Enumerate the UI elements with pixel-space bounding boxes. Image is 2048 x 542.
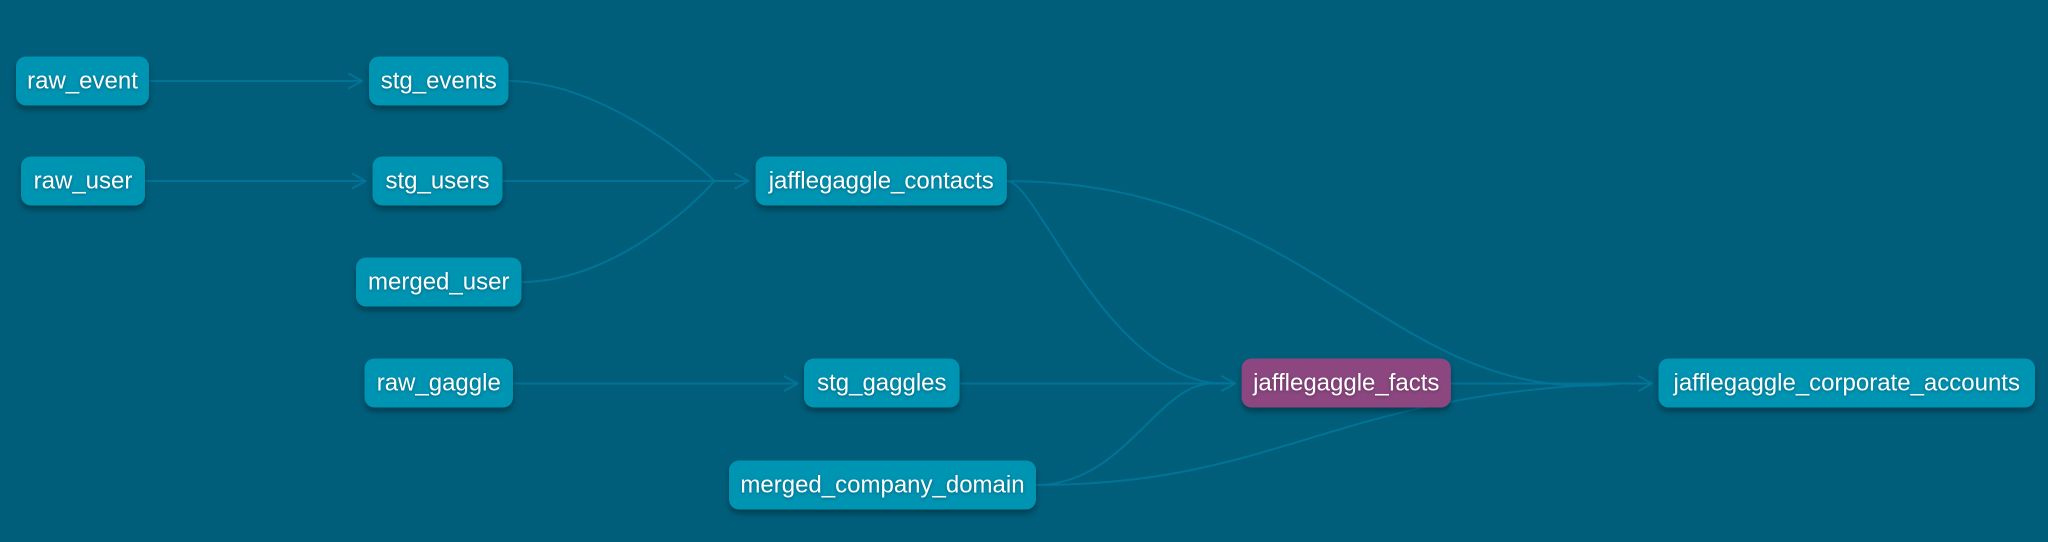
svg-text:jafflegaggle_contacts: jafflegaggle_contacts (768, 167, 994, 194)
svg-text:raw_user: raw_user (34, 167, 133, 194)
svg-text:raw_gaggle: raw_gaggle (377, 369, 501, 396)
svg-text:stg_gaggles: stg_gaggles (817, 369, 946, 396)
svg-text:merged_company_domain: merged_company_domain (740, 471, 1024, 498)
svg-text:jafflegaggle_corporate_account: jafflegaggle_corporate_accounts (1673, 369, 2020, 396)
svg-text:jafflegaggle_facts: jafflegaggle_facts (1252, 369, 1439, 396)
svg-text:merged_user: merged_user (368, 268, 509, 295)
svg-text:raw_event: raw_event (27, 67, 138, 94)
svg-text:stg_events: stg_events (381, 67, 497, 94)
svg-text:stg_users: stg_users (385, 167, 489, 194)
